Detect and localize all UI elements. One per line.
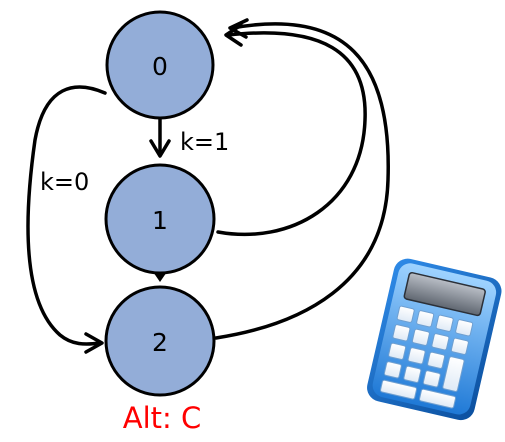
edge-2-to-0	[216, 24, 388, 338]
state-0-label: 0	[152, 52, 168, 81]
calculator-icon	[364, 256, 504, 423]
state-2-label: 2	[152, 328, 168, 357]
state-node-0: 0	[107, 12, 213, 118]
edge-label-k0: k=0	[40, 168, 89, 196]
edge-1-to-0	[218, 33, 365, 235]
edge-label-k1: k=1	[180, 128, 229, 156]
state-node-2: 2	[106, 287, 214, 395]
state-node-1: 1	[106, 165, 214, 273]
state-1-label: 1	[152, 206, 168, 235]
caption-alt-c: Alt: C	[123, 401, 202, 435]
edge-0-to-2	[28, 87, 105, 344]
